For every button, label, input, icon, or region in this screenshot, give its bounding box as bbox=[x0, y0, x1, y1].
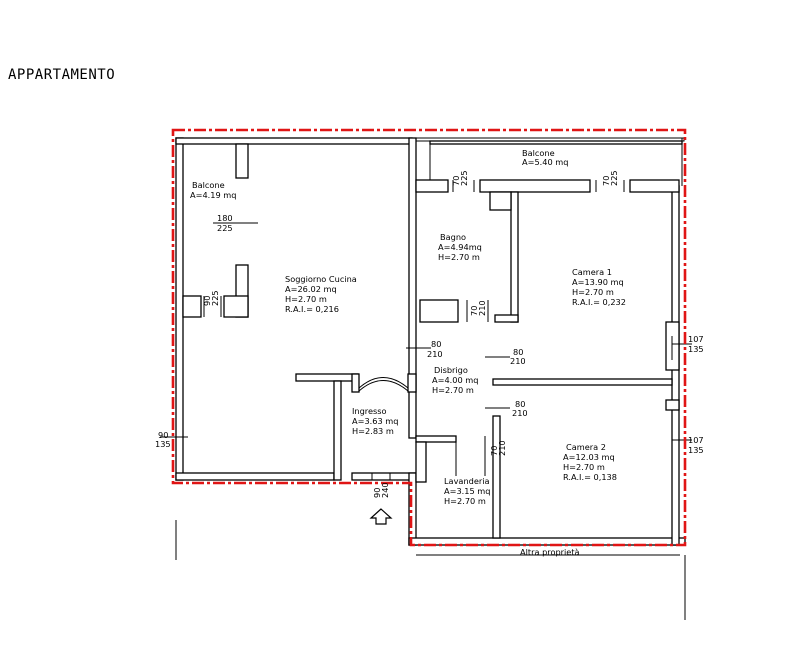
opening-bagno-door: 70 210 bbox=[469, 300, 487, 316]
opening-width: 80 bbox=[515, 399, 525, 409]
room-height: H=2.83 m bbox=[352, 426, 394, 436]
opening-entrance-door: 90 240 bbox=[372, 482, 390, 498]
opening-height: 135 bbox=[688, 344, 704, 354]
room-rai: R.A.I.= 0,138 bbox=[563, 472, 617, 482]
opening-height: 240 bbox=[380, 482, 390, 498]
opening-width: 180 bbox=[217, 213, 233, 223]
opening-top-camera: 70 225 bbox=[601, 170, 619, 186]
room-area: A=3.15 mq bbox=[444, 486, 490, 496]
opening-camera2-door: 80 210 bbox=[512, 399, 528, 418]
ingresso-walls bbox=[295, 373, 417, 481]
opening-width: 70 bbox=[489, 446, 499, 456]
opening-width: 90 bbox=[372, 488, 382, 498]
room-height: H=2.70 m bbox=[438, 252, 480, 262]
room-name: Soggiorno Cucina bbox=[285, 274, 357, 284]
opening-height: 210 bbox=[477, 300, 487, 316]
room-area: A=4.00 mq bbox=[432, 375, 478, 385]
opening-height: 225 bbox=[217, 223, 233, 233]
opening-height: 225 bbox=[459, 170, 469, 186]
room-area: A=3.63 mq bbox=[352, 416, 398, 426]
room-height: H=2.70 m bbox=[444, 496, 486, 506]
opening-width: 80 bbox=[513, 347, 523, 357]
room-area: A=4.94mq bbox=[438, 242, 482, 252]
bagno-walls bbox=[419, 191, 519, 323]
neighbor-property-label: Altra proprietà bbox=[520, 547, 580, 557]
opening-camera1-window: 107 135 bbox=[688, 334, 704, 354]
opening-height: 225 bbox=[609, 170, 619, 186]
room-area: A=5.40 mq bbox=[522, 157, 568, 167]
opening-height: 135 bbox=[688, 445, 704, 455]
room-label-ingresso: Ingresso A=3.63 mq H=2.83 m bbox=[352, 406, 398, 436]
room-name: Bagno bbox=[440, 232, 466, 242]
room-rai: R.A.I.= 0,216 bbox=[285, 304, 339, 314]
room-label-camera-2: Camera 2 A=12.03 mq H=2.70 m R.A.I.= 0,1… bbox=[563, 442, 617, 482]
opening-lavanderia-door: 70 210 bbox=[489, 440, 507, 456]
opening-width: 90 bbox=[202, 296, 212, 306]
opening-width: 107 bbox=[688, 334, 704, 344]
room-name: Camera 2 bbox=[566, 442, 606, 452]
site-lines bbox=[175, 520, 686, 620]
camera-partition bbox=[492, 321, 680, 455]
opening-height: 210 bbox=[497, 440, 507, 456]
opening-height: 210 bbox=[512, 408, 528, 418]
opening-balcony-left: 90 225 bbox=[202, 290, 220, 306]
opening-width: 80 bbox=[431, 339, 441, 349]
opening-left-window: 90 135 bbox=[155, 430, 171, 449]
room-height: H=2.70 m bbox=[285, 294, 327, 304]
room-name: Lavanderia bbox=[444, 476, 490, 486]
entrance-arrow-icon bbox=[369, 508, 393, 525]
plan-title: APPARTAMENTO bbox=[8, 67, 115, 83]
room-label-soggiorno: Soggiorno Cucina A=26.02 mq H=2.70 m R.A… bbox=[285, 274, 357, 314]
room-area: A=13.90 mq bbox=[572, 277, 624, 287]
room-area: A=4.19 mq bbox=[190, 190, 236, 200]
opening-180-225: 180 225 bbox=[217, 213, 233, 233]
property-boundary bbox=[171, 128, 687, 547]
opening-soggiorno-door: 80 210 bbox=[427, 339, 443, 359]
room-label-camera-1: Camera 1 A=13.90 mq H=2.70 m R.A.I.= 0,2… bbox=[572, 267, 626, 307]
room-area: A=26.02 mq bbox=[285, 284, 337, 294]
room-height: H=2.70 m bbox=[563, 462, 605, 472]
opening-height: 210 bbox=[427, 349, 443, 359]
lavanderia-walls bbox=[415, 415, 501, 539]
room-name: Ingresso bbox=[352, 406, 387, 416]
opening-width: 70 bbox=[469, 306, 479, 316]
room-name: Disbrigo bbox=[434, 365, 468, 375]
balcony-top-walls bbox=[415, 137, 685, 193]
room-label-balcone-top: Balcone A=5.40 mq bbox=[522, 148, 568, 167]
room-name: Camera 1 bbox=[572, 267, 612, 277]
room-height: H=2.70 m bbox=[572, 287, 614, 297]
opening-height: 210 bbox=[510, 356, 526, 366]
opening-height: 135 bbox=[155, 439, 171, 449]
opening-width: 70 bbox=[601, 176, 611, 186]
room-label-disbrigo: Disbrigo A=4.00 mq H=2.70 m bbox=[432, 365, 478, 395]
room-rai: R.A.I.= 0,232 bbox=[572, 297, 626, 307]
opening-top-bagno: 70 225 bbox=[451, 170, 469, 186]
opening-width: 70 bbox=[451, 176, 461, 186]
room-name: Balcone bbox=[192, 180, 225, 190]
opening-height: 225 bbox=[210, 290, 220, 306]
room-label-bagno: Bagno A=4.94mq H=2.70 m bbox=[438, 232, 482, 262]
opening-camera2-window: 107 135 bbox=[688, 435, 704, 455]
room-label-lavanderia: Lavanderia A=3.15 mq H=2.70 m bbox=[444, 476, 490, 506]
room-label-balcone-left: Balcone A=4.19 mq bbox=[190, 180, 236, 200]
room-name: Balcone bbox=[522, 148, 555, 158]
opening-width: 90 bbox=[158, 430, 168, 440]
balcony-left-walls bbox=[182, 143, 249, 318]
opening-camera1-door: 80 210 bbox=[510, 347, 526, 366]
room-height: H=2.70 m bbox=[432, 385, 474, 395]
opening-width: 107 bbox=[688, 435, 704, 445]
opening-markers bbox=[160, 222, 692, 441]
room-area: A=12.03 mq bbox=[563, 452, 615, 462]
